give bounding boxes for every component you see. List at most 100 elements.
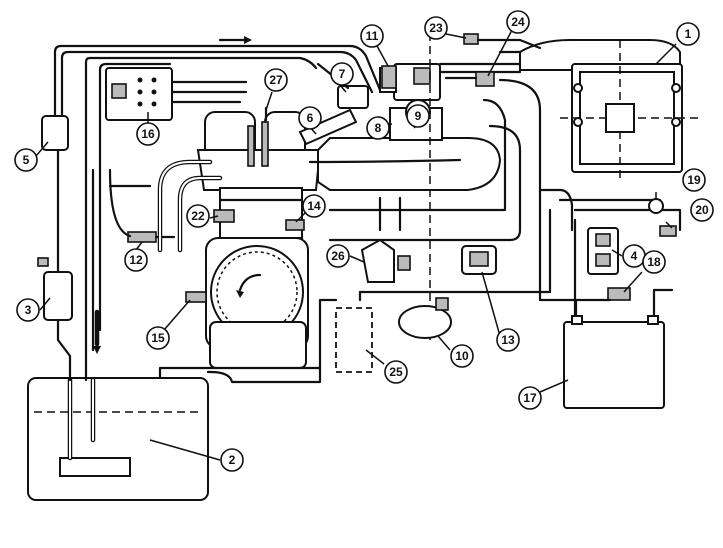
callout-17-text: 17 — [523, 391, 537, 405]
vacuum-lines — [328, 78, 682, 322]
callout-6-text: 6 — [307, 111, 314, 125]
callout-4-text: 4 — [631, 249, 638, 263]
callout-8: 8 — [366, 116, 390, 140]
callout-8-text: 8 — [375, 121, 382, 135]
callout-10-circle — [450, 344, 474, 368]
callout-4: 4 — [622, 244, 646, 268]
sensor-15 — [185, 291, 207, 303]
callout-20-text: 20 — [695, 203, 709, 217]
callout-3: 3 — [16, 298, 40, 322]
component-26 — [360, 238, 411, 283]
sensor-14 — [285, 219, 305, 231]
callout-5-text: 5 — [23, 153, 30, 167]
callout-27: 27 — [264, 68, 288, 92]
callout-24-circle — [506, 10, 530, 34]
callout-12-text: 12 — [129, 253, 143, 267]
callout-1: 1 — [676, 22, 700, 46]
callout-23-circle — [424, 16, 448, 40]
callout-26-text: 26 — [331, 249, 345, 263]
component-24 — [444, 71, 495, 87]
callout-15-circle — [146, 326, 170, 350]
callout-20-circle — [690, 198, 714, 222]
callout-6: 6 — [298, 106, 322, 130]
component-20 — [659, 225, 677, 237]
callout-19-text: 19 — [687, 173, 701, 187]
callout-23: 23 — [424, 16, 448, 40]
fuel-lines — [53, 36, 382, 382]
callout-5-circle — [14, 148, 38, 172]
callout-25-circle — [384, 360, 408, 384]
callout-15: 15 — [146, 326, 170, 350]
callout-16-circle — [136, 122, 160, 146]
callout-25: 25 — [384, 360, 408, 384]
callout-22-text: 22 — [191, 209, 205, 223]
fuel-filter — [37, 148, 73, 382]
callout-18: 18 — [642, 250, 666, 274]
engine-hoses — [108, 159, 223, 253]
callout-19-circle — [682, 168, 706, 192]
callout-3-text: 3 — [25, 303, 32, 317]
callout-6-circle — [298, 106, 322, 130]
callout-1-text: 1 — [685, 27, 692, 41]
callout-22-circle — [186, 204, 210, 228]
injector-6 — [298, 108, 358, 146]
sensor-12 — [108, 168, 176, 243]
callout-2-text: 2 — [229, 453, 236, 467]
callout-2-circle — [220, 448, 244, 472]
callout-13: 13 — [496, 328, 520, 352]
callout-10: 10 — [450, 344, 474, 368]
callout-14-text: 14 — [307, 199, 321, 213]
callout-7: 7 — [330, 62, 354, 86]
callout-1-circle — [676, 22, 700, 46]
callout-24-text: 24 — [511, 15, 525, 29]
callout-22: 22 — [186, 204, 210, 228]
callout-18-text: 18 — [647, 255, 661, 269]
callout-13-text: 13 — [501, 333, 515, 347]
callout-7-text: 7 — [339, 67, 346, 81]
callout-5: 5 — [14, 148, 38, 172]
callout-11-text: 11 — [366, 29, 379, 43]
callout-16-text: 16 — [141, 127, 155, 141]
callout-24: 24 — [506, 10, 530, 34]
callout-7-circle — [330, 62, 354, 86]
callout-12-circle — [124, 248, 148, 272]
callout-10-text: 10 — [455, 349, 469, 363]
callout-19: 19 — [682, 168, 706, 192]
callout-26: 26 — [326, 244, 350, 268]
callout-3-circle — [16, 298, 40, 322]
callout-12: 12 — [124, 248, 148, 272]
callout-17: 17 — [518, 386, 542, 410]
component-4 — [587, 227, 619, 275]
callout-27-circle — [264, 68, 288, 92]
callout-2: 2 — [220, 448, 244, 472]
callout-20: 20 — [690, 198, 714, 222]
callout-26-circle — [326, 244, 350, 268]
component-11 — [381, 65, 397, 89]
engine-block — [196, 111, 322, 369]
sensor-22 — [213, 209, 235, 223]
component-10 — [398, 297, 452, 339]
callout-14-circle — [302, 194, 326, 218]
air-filter — [498, 39, 700, 180]
callout-9-text: 9 — [415, 109, 422, 123]
callout-18-circle — [642, 250, 666, 274]
component-23 — [463, 33, 542, 50]
callout-25-text: 25 — [389, 365, 403, 379]
callout-9: 9 — [406, 104, 430, 128]
canister — [158, 298, 373, 384]
callout-17-circle — [518, 386, 542, 410]
callout-27-text: 27 — [269, 73, 283, 87]
component-13 — [461, 245, 497, 275]
fuel-tank — [27, 377, 209, 501]
battery — [563, 288, 674, 409]
callout-16: 16 — [136, 122, 160, 146]
callout-9-circle — [406, 104, 430, 128]
component-19 — [648, 198, 664, 214]
callout-8-circle — [366, 116, 390, 140]
callout-14: 14 — [302, 194, 326, 218]
callout-13-circle — [496, 328, 520, 352]
relay-block — [105, 67, 248, 121]
